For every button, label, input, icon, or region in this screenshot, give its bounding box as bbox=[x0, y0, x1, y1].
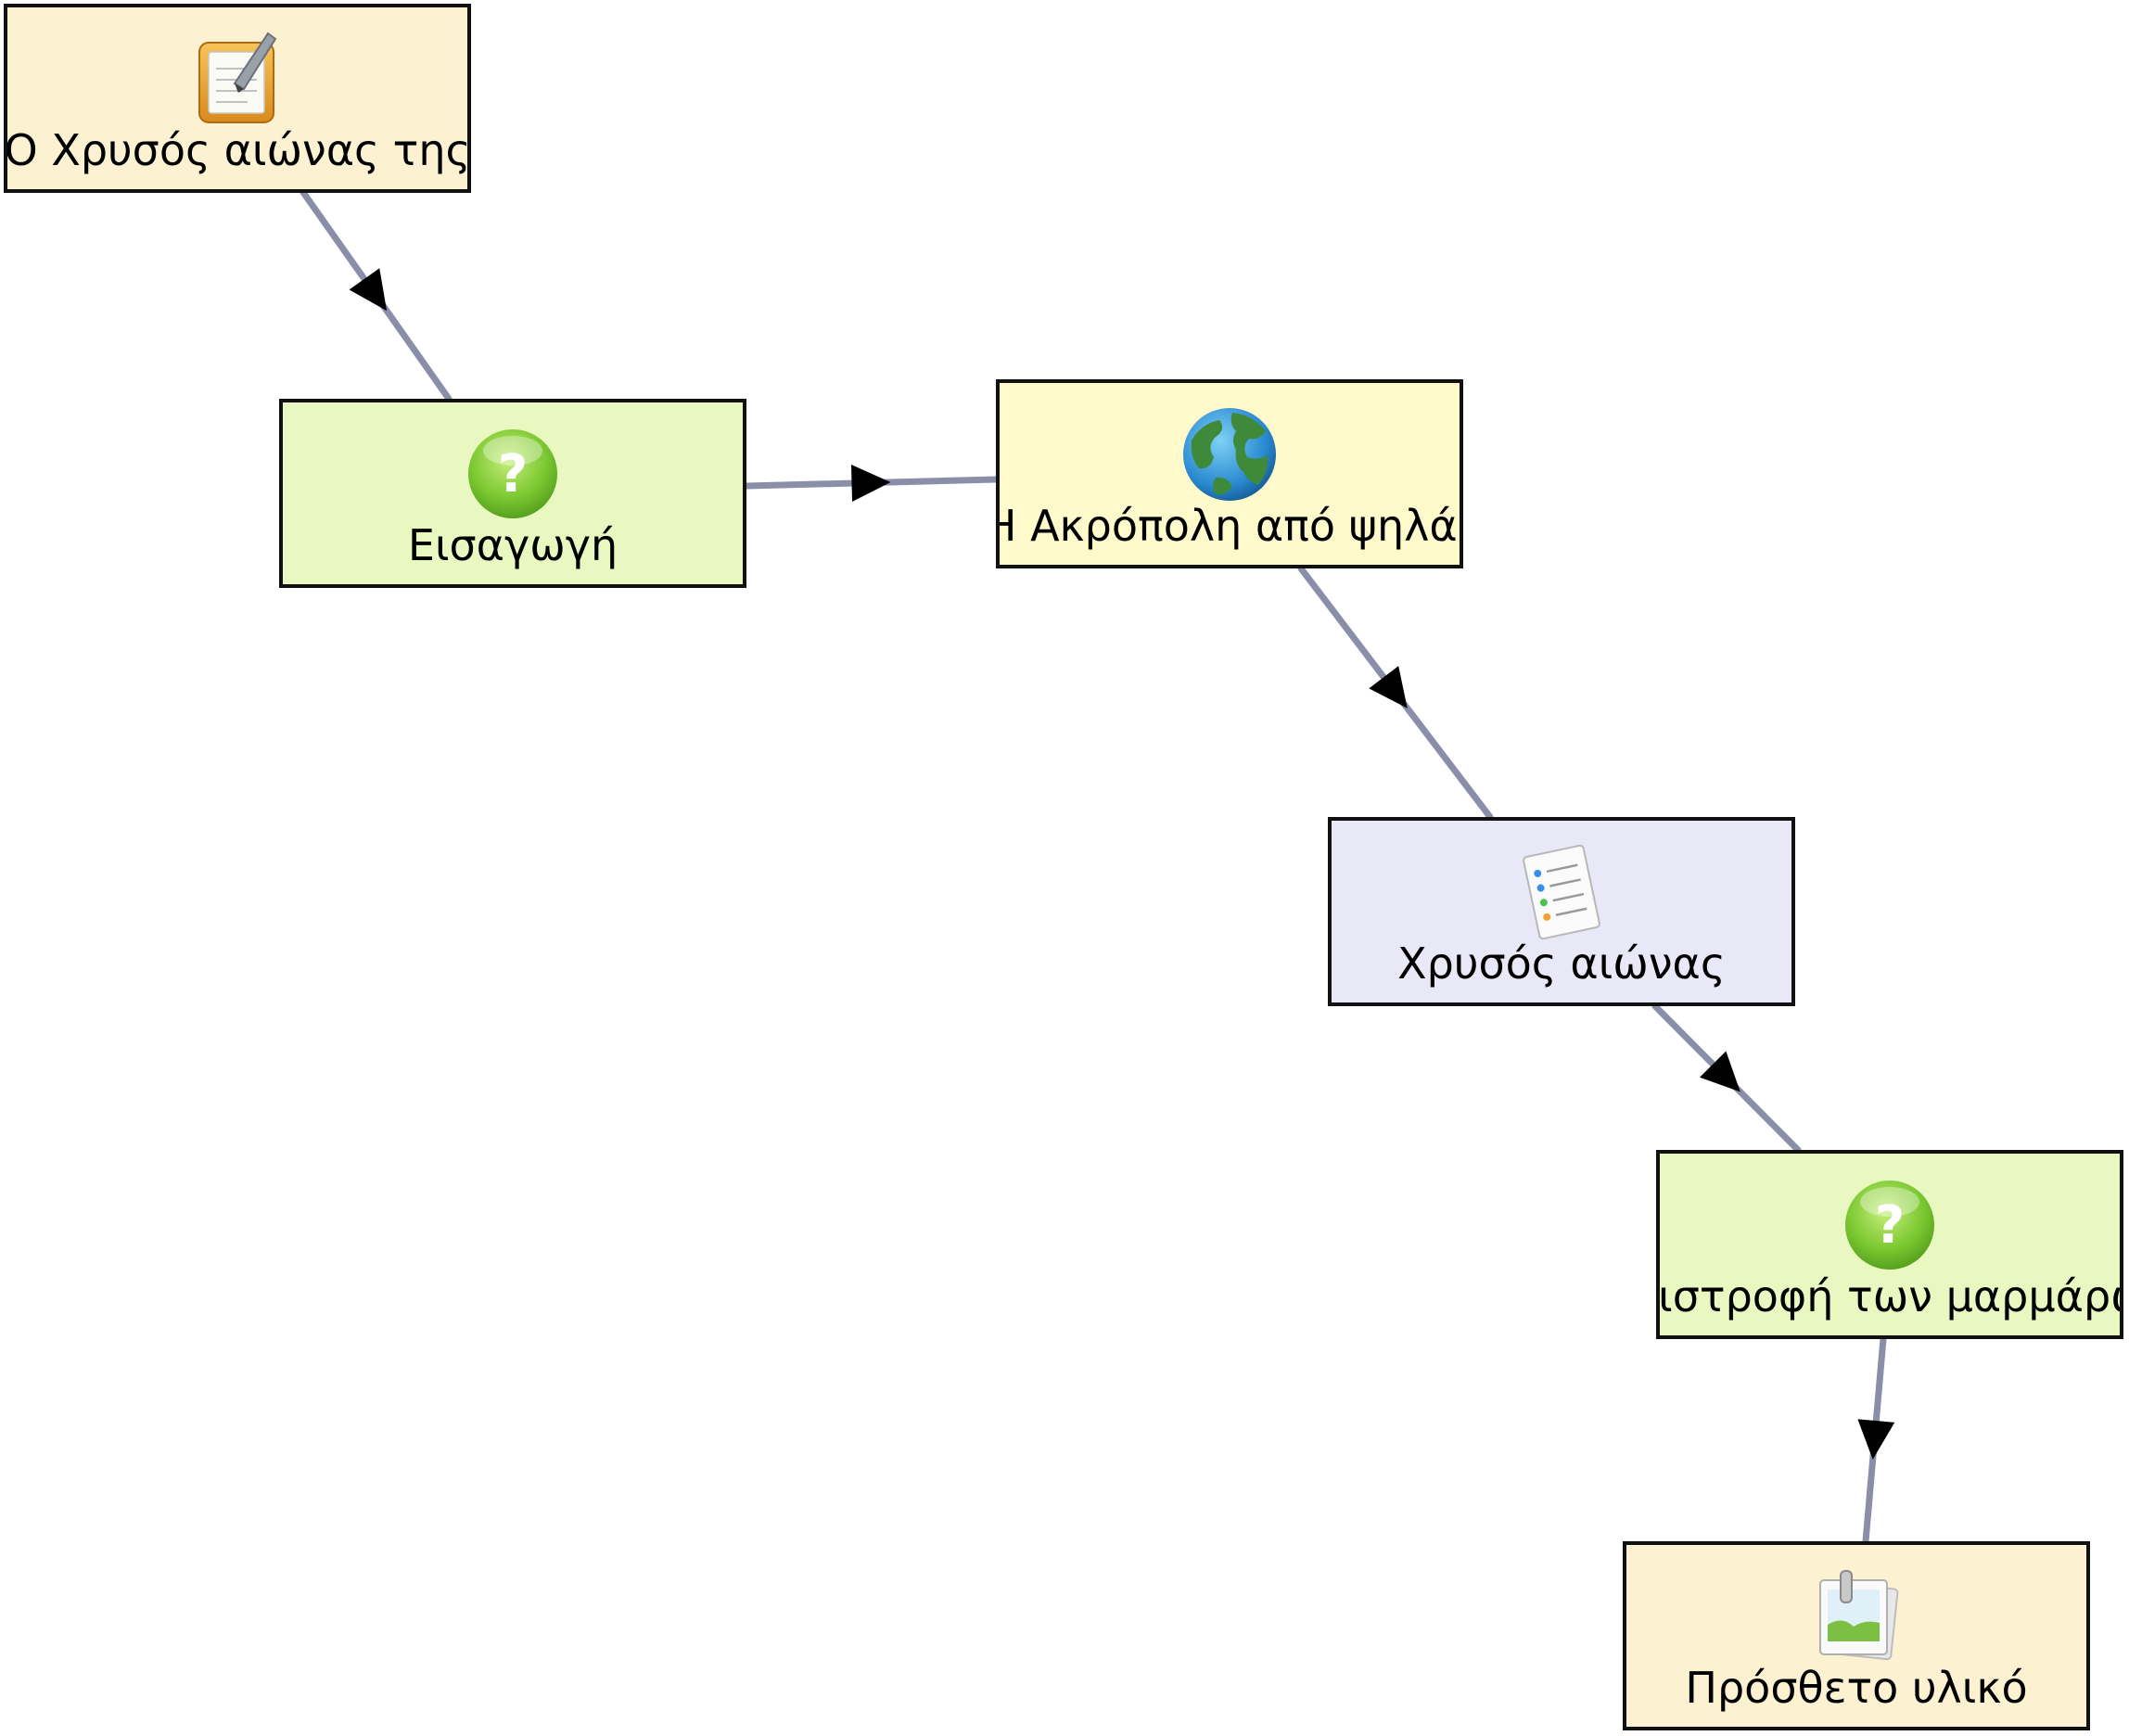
node-label: Η Ακρόπολη από ψηλά! bbox=[996, 501, 1463, 551]
node-golden-age[interactable]: Χρυσός αιώνας bbox=[1328, 817, 1795, 1006]
arrowhead-n2-n3 bbox=[850, 465, 891, 503]
node-label: Πρόσθετο υλικό bbox=[1685, 1663, 2028, 1713]
document-list-icon bbox=[1523, 844, 1600, 940]
arrowhead-n5-n6 bbox=[1857, 1419, 1895, 1460]
node-additional-material[interactable]: Πρόσθετο υλικό bbox=[1623, 1541, 2090, 1730]
node-label: Χρυσός αιώνας bbox=[1397, 938, 1726, 989]
node-label: Εισαγωγή bbox=[407, 520, 618, 570]
svg-text:?: ? bbox=[1875, 1195, 1905, 1256]
arrowhead-n4-n5 bbox=[1700, 1051, 1740, 1092]
node-label: Ο Χρυσός αιώνας της bbox=[4, 125, 471, 175]
globe-icon bbox=[1183, 408, 1276, 501]
svg-text:?: ? bbox=[498, 444, 528, 504]
arrowhead-n1-n2 bbox=[349, 268, 388, 312]
node-label: επιστροφή των μαρμάρων bbox=[1658, 1271, 2120, 1321]
node-introduction[interactable]: ? Εισαγωγή bbox=[279, 399, 746, 588]
picture-icon bbox=[1819, 1570, 1899, 1661]
node-golden-age-of[interactable]: Ο Χρυσός αιώνας της bbox=[4, 4, 471, 193]
node-return-of-marbles[interactable]: ? επιστροφή των μαρμάρων bbox=[1656, 1150, 2123, 1339]
node-acropolis-from-above[interactable]: Η Ακρόπολη από ψηλά! bbox=[996, 379, 1463, 568]
arrowhead-n3-n4 bbox=[1369, 666, 1408, 708]
notepad-icon bbox=[198, 32, 277, 123]
question-icon: ? bbox=[1845, 1181, 1934, 1270]
question-icon: ? bbox=[468, 429, 557, 518]
